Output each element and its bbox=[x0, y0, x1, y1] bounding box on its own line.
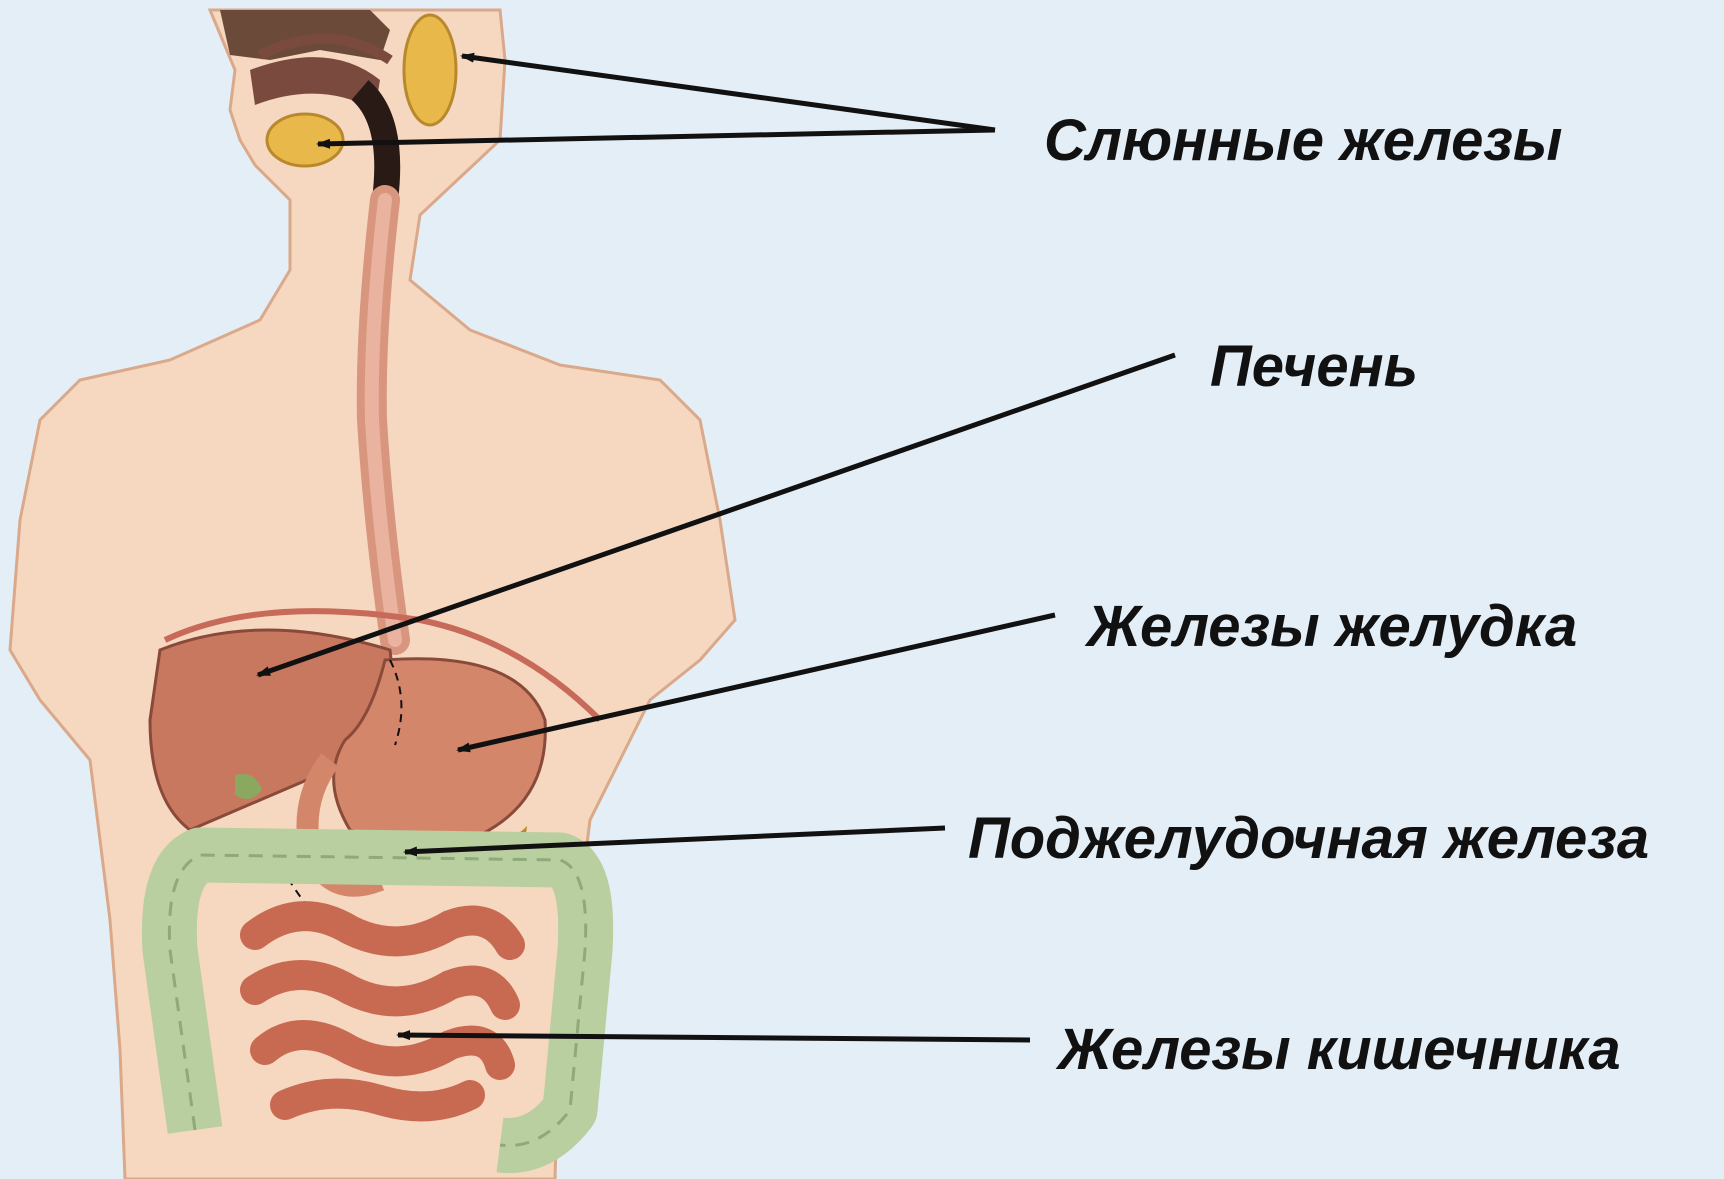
label-pancreas: Поджелудочная железа bbox=[968, 810, 1649, 868]
submandibular-gland bbox=[267, 114, 343, 166]
arrow-salivary-upper bbox=[462, 56, 995, 130]
label-intestine-glands: Железы кишечника bbox=[1058, 1021, 1621, 1079]
parotid-gland bbox=[404, 15, 456, 125]
label-stomach-glands: Железы желудка bbox=[1087, 598, 1577, 656]
label-liver: Печень bbox=[1210, 338, 1418, 396]
label-salivary-glands: Слюнные железы bbox=[1044, 112, 1562, 170]
